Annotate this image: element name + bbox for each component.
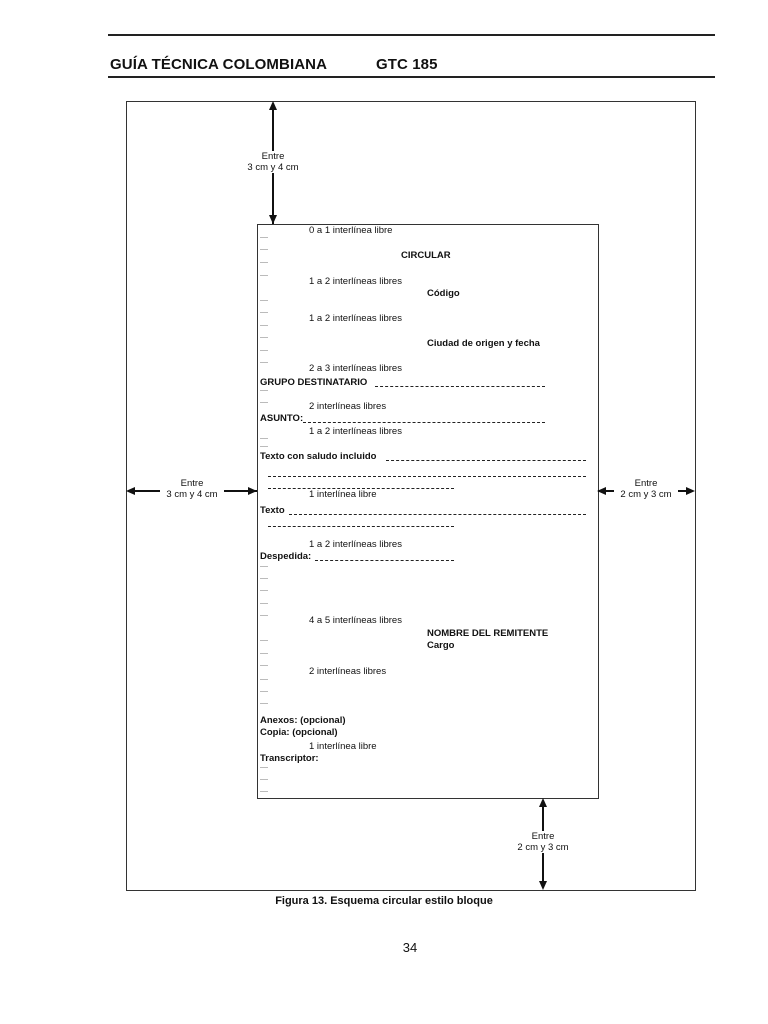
header-code: GTC 185 [376, 56, 438, 73]
header-bottom-rule [108, 76, 715, 78]
line-tick [260, 615, 268, 616]
line-tick [260, 653, 268, 654]
line-tick [260, 438, 268, 439]
line-tick [260, 402, 268, 403]
top-margin-arrow-down-icon [269, 215, 277, 224]
line-tick [260, 446, 268, 447]
text-area-outline [257, 224, 599, 799]
line-tick [260, 779, 268, 780]
bottom-margin-label: Entre 2 cm y 3 cm [511, 831, 575, 853]
top-margin-label: Entre 3 cm y 4 cm [242, 151, 304, 173]
spacing-note: 2 interlíneas libres [309, 401, 387, 412]
spacing-note: 1 interlínea libre [309, 741, 377, 752]
line-tick [260, 237, 268, 238]
fill-line [268, 476, 586, 477]
line-tick [260, 590, 268, 591]
sender-name-field: NOMBRE DEL REMITENTE [427, 628, 549, 639]
page-outline [126, 101, 696, 891]
line-tick [260, 665, 268, 666]
figure-caption: Figura 13. Esquema circular estilo bloqu… [275, 895, 493, 907]
top-margin-arrow-up-icon [269, 101, 277, 110]
left-margin-arrow-right-icon [248, 487, 257, 495]
fill-line [375, 386, 545, 387]
spacing-note: 2 a 3 interlíneas libres [309, 363, 402, 374]
fill-line [315, 560, 454, 561]
line-tick [260, 703, 268, 704]
spacing-note: 1 a 2 interlíneas libres [309, 313, 402, 324]
page-number: 34 [402, 940, 418, 955]
line-tick [260, 603, 268, 604]
spacing-note: 1 a 2 interlíneas libres [309, 539, 402, 550]
sender-position-field: Cargo [427, 640, 455, 651]
spacing-note: 0 a 1 interlínea libre [309, 225, 393, 236]
line-tick [260, 578, 268, 579]
left-margin-arrow-left-icon [126, 487, 135, 495]
code-field: Código [427, 288, 460, 299]
closing-field: Despedida: [260, 551, 312, 562]
bottom-margin-arrow-down-icon [539, 881, 547, 890]
line-tick [260, 767, 268, 768]
line-tick [260, 275, 268, 276]
line-tick [260, 262, 268, 263]
line-tick [260, 791, 268, 792]
header-title: GUÍA TÉCNICA COLOMBIANA [110, 56, 328, 73]
right-margin-arrow-right-icon [686, 487, 695, 495]
fill-line [268, 488, 454, 489]
line-tick [260, 249, 268, 250]
body-text-field: Texto [260, 505, 285, 516]
copy-field: Copia: (opcional) [260, 727, 338, 738]
transcriber-field: Transcriptor: [260, 753, 319, 764]
line-tick [260, 312, 268, 313]
line-tick [260, 325, 268, 326]
fill-line [303, 422, 545, 423]
header-top-rule [108, 34, 715, 36]
left-margin-label: Entre 3 cm y 4 cm [160, 478, 224, 500]
right-margin-label: Entre 2 cm y 3 cm [614, 478, 678, 500]
line-tick [260, 300, 268, 301]
greeting-text-field: Texto con saludo incluido [260, 451, 377, 462]
line-tick [260, 390, 268, 391]
line-tick [260, 640, 268, 641]
subject-field: ASUNTO: [260, 413, 304, 424]
line-tick [260, 350, 268, 351]
bottom-margin-arrow-up-icon [539, 798, 547, 807]
fill-line [386, 460, 586, 461]
fill-line [268, 526, 454, 527]
line-tick [260, 566, 268, 567]
attachments-field: Anexos: (opcional) [260, 715, 346, 726]
spacing-note: 2 interlíneas libres [309, 666, 387, 677]
line-tick [260, 362, 268, 363]
spacing-note: 1 a 2 interlíneas libres [309, 426, 402, 437]
spacing-note: 1 interlínea libre [309, 489, 377, 500]
line-tick [260, 691, 268, 692]
fill-line [289, 514, 586, 515]
line-tick [260, 679, 268, 680]
line-tick [260, 337, 268, 338]
city-date-field: Ciudad de origen y fecha [427, 338, 540, 349]
spacing-note: 1 a 2 interlíneas libres [309, 276, 402, 287]
circular-title: CIRCULAR [401, 250, 451, 261]
spacing-note: 4 a 5 interlíneas libres [309, 615, 402, 626]
recipient-group-field: GRUPO DESTINATARIO [260, 377, 368, 388]
right-margin-arrow-left-icon [597, 487, 606, 495]
